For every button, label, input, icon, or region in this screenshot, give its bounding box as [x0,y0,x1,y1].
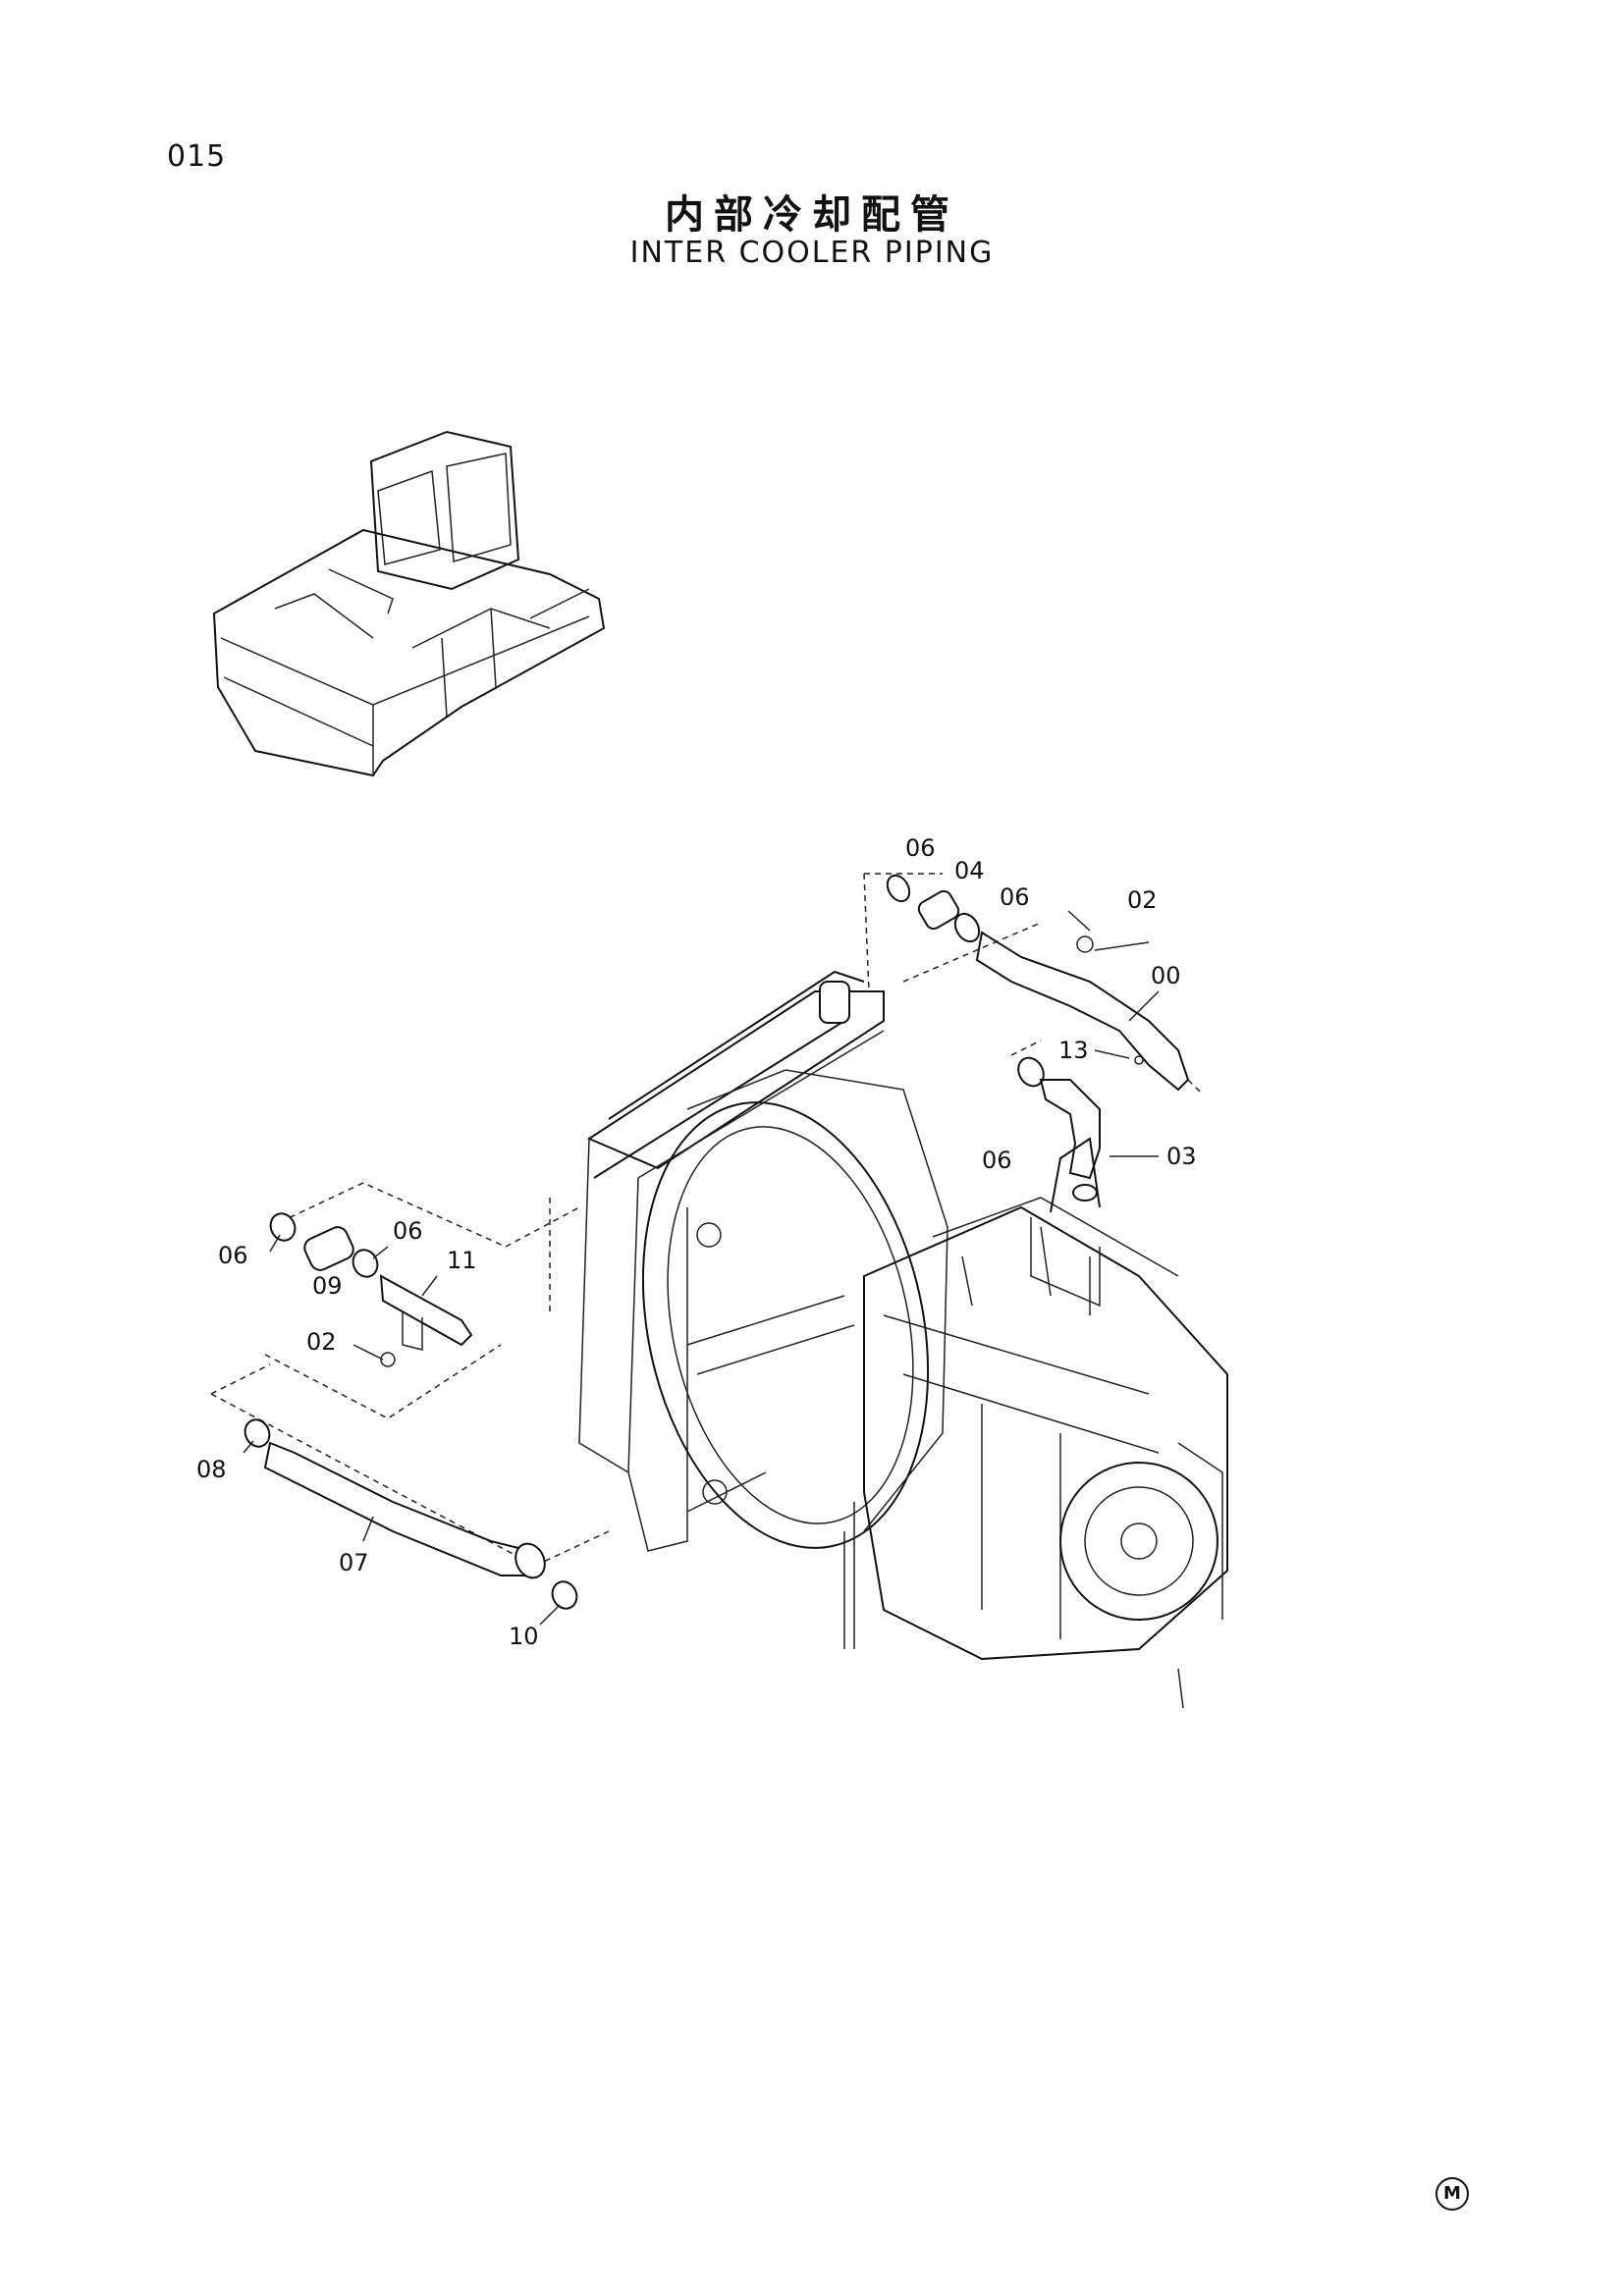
title-english: INTER COOLER PIPING [629,236,995,270]
callout-06-e: 06 [393,1217,423,1245]
circled-m-mark: M [1435,2177,1469,2211]
engine-block [686,1137,1228,1709]
fan-shroud [641,1069,948,1549]
callout-03: 03 [1166,1143,1197,1170]
callout-02-b: 02 [306,1328,337,1356]
callout-02-a: 02 [1127,886,1158,914]
callout-11: 11 [447,1247,477,1274]
callout-09: 09 [312,1272,343,1300]
callout-leaders [243,910,1160,1626]
callout-06-a: 06 [905,834,936,862]
callout-04: 04 [954,857,985,884]
callout-06-c: 06 [982,1147,1012,1174]
lower-hose-group [210,1363,610,1610]
upper-pipe-group [863,873,1204,1095]
left-pipe-group [264,1182,580,1419]
title-chinese: 内部冷却配管 [665,192,959,238]
callout-06-d: 06 [218,1242,248,1269]
callout-13: 13 [1058,1037,1089,1064]
right-hose-group [1010,1040,1101,1201]
callout-10: 10 [509,1623,539,1650]
callout-00: 00 [1151,962,1181,989]
callout-08: 08 [196,1456,227,1483]
excavator-locator-illustration [212,430,606,777]
callout-06-b: 06 [1000,883,1030,911]
callout-07: 07 [339,1549,369,1576]
radiator-assembly [549,970,885,1552]
page-number: 015 [167,139,227,174]
